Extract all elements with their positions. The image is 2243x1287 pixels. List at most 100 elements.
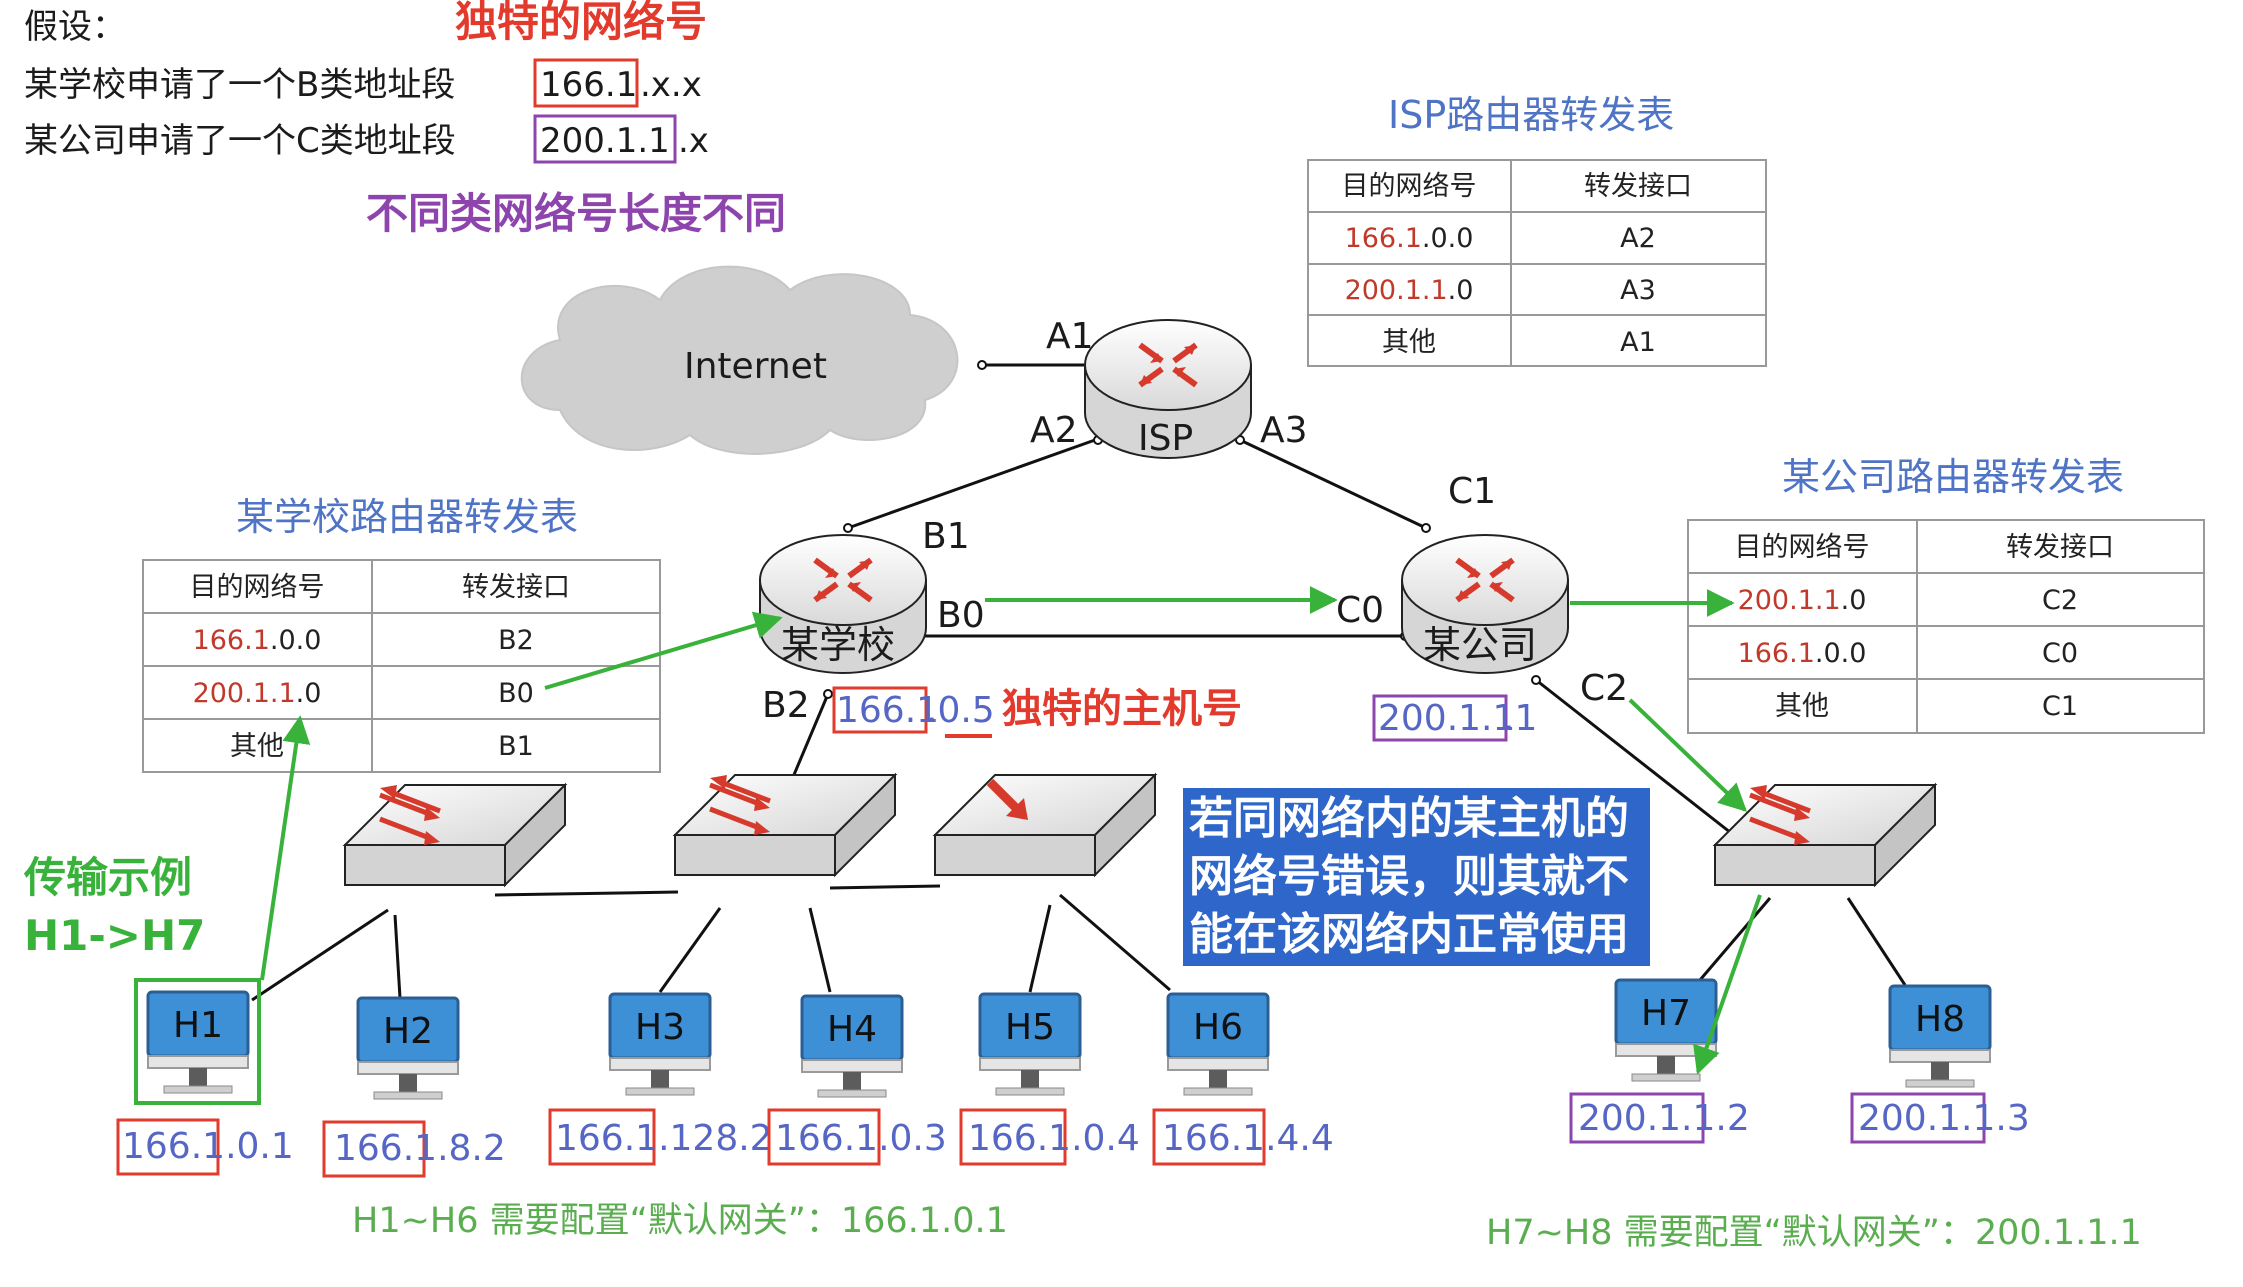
unique-host-label: 独特的主机号 [1002, 686, 1242, 732]
host-net-box [959, 1108, 1067, 1166]
isp-label: ISP [1138, 418, 1193, 459]
monitor-stand [1931, 1062, 1949, 1080]
hub-3 [932, 772, 1158, 878]
table-header: 转发接口 [1584, 171, 1692, 202]
hosts: H1166.1.0.1H2166.1.8.2H3166.1.128.2H4166… [116, 978, 2030, 1178]
table-cell: 166.1.0.0 [1738, 638, 1867, 669]
isp-table-title: ISP路由器转发表 [1388, 93, 1674, 137]
monitor-base [625, 1087, 695, 1096]
table-header: 目的网络号 [1342, 171, 1477, 202]
link-company-sw4 [1535, 678, 1741, 842]
port-b2: B2 [762, 685, 810, 726]
host-ip-net: 166.1 [968, 1118, 1071, 1159]
link-sw4-h7 [1698, 897, 1772, 981]
company-net-text: 200.1.1 [540, 121, 670, 161]
table-cell: 其他 [230, 731, 284, 762]
host-h7: H7 200.1.1.2 [1569, 978, 1750, 1144]
school-router-label: 某学校 [781, 623, 895, 667]
table-cell: A2 [1620, 223, 1656, 254]
host-net-box [1569, 1092, 1705, 1144]
school-router-ip-net: 166.1 [836, 690, 939, 731]
host-ip-host: .4.4 [1265, 1118, 1334, 1159]
monitor-stand [189, 1068, 207, 1086]
link-sw1-sw2 [494, 890, 679, 897]
monitor-bezel [357, 1061, 459, 1075]
host-net-box [1152, 1108, 1266, 1166]
port-b1: B1 [922, 516, 970, 557]
monitor-stand [1209, 1070, 1227, 1088]
school-gateway-caption: H1~H6 需要配置“默认网关”：166.1.0.1 [352, 1201, 1008, 1241]
port-c2: C2 [1580, 668, 1628, 709]
link-sw1-h2 [393, 914, 402, 999]
host-ip: 166.1.0.3 [775, 1118, 947, 1159]
port-b0: B0 [937, 595, 985, 636]
isp-forwarding-table: ISP路由器转发表 目的网络号 转发接口 166.1.0.0 A2 200.1.… [1307, 93, 1767, 367]
internet-cloud: Internet [520, 265, 959, 455]
company-gateway-caption: H7~H8 需要配置“默认网关”：200.1.1.1 [1486, 1213, 2142, 1253]
path-arrow-table-to-router [544, 611, 783, 690]
school-line-prefix: 某学校申请了一个B类地址段 [24, 65, 455, 105]
table-header: 转发接口 [2006, 532, 2114, 563]
host-ip: 200.1.1.3 [1858, 1098, 2030, 1139]
host-ip: 166.1.128.2 [555, 1118, 773, 1159]
transmission-path [260, 586, 1762, 1075]
school-router: 某学校 [759, 534, 927, 674]
port-a1: A1 [1046, 316, 1094, 357]
company-forwarding-table: 某公司路由器转发表 目的网络号 转发接口 200.1.1.0 C2 166.1.… [1687, 455, 2205, 734]
monitor-stand [651, 1070, 669, 1088]
isp-router: ISP [1084, 319, 1252, 459]
link-sw1-h1 [251, 908, 389, 1002]
link-isp-school [847, 438, 1096, 530]
link-sw4-h8 [1846, 897, 1907, 986]
table-cell: C1 [2042, 691, 2078, 722]
hub-arrow-icon [986, 778, 1028, 820]
host-ip-net: 166.1 [122, 1126, 225, 1167]
host-net-box [548, 1108, 656, 1166]
switch-1 [342, 785, 568, 888]
host-ip-host: .0.4 [1071, 1118, 1140, 1159]
host-ip: 166.1.8.2 [334, 1128, 506, 1169]
host-ip: 166.1.4.4 [1162, 1118, 1334, 1159]
company-line-suffix: .x [678, 121, 709, 161]
monitor-base [1905, 1079, 1975, 1088]
monitor-stand [1021, 1070, 1039, 1088]
host-name: H7 [1641, 993, 1691, 1034]
monitor-bezel [979, 1057, 1081, 1071]
school-forwarding-table: 某学校路由器转发表 目的网络号 转发接口 166.1.0.0 B2 200.1.… [142, 495, 661, 773]
example-label-line2: H1->H7 [24, 911, 205, 960]
school-router-net-box [832, 686, 928, 734]
path-arrow-h1-to-table [260, 715, 311, 981]
monitor-bezel [1615, 1043, 1717, 1057]
company-table-title: 某公司路由器转发表 [1782, 455, 2124, 499]
port-c1: C1 [1448, 471, 1496, 512]
monitor-base [995, 1087, 1065, 1096]
host-net-box [767, 1108, 881, 1166]
path-arrow-switch-to-h7 [1693, 894, 1762, 1075]
host-net-box [1850, 1092, 1986, 1144]
host-name: H1 [173, 1005, 223, 1046]
path-arrow-c2-to-switch [1628, 698, 1748, 812]
host-name: H6 [1193, 1007, 1243, 1048]
host-ip-host: .3 [1995, 1098, 2029, 1139]
host-ip-host: .128.2 [658, 1118, 773, 1159]
assume-label: 假设： [24, 7, 126, 47]
host-ip: 200.1.1.2 [1578, 1098, 1750, 1139]
port-c0: C0 [1336, 590, 1384, 631]
host-ip-net: 166.1 [334, 1128, 437, 1169]
internet-label: Internet [684, 346, 827, 387]
host-net-box [322, 1120, 426, 1178]
host-ip: 166.1.0.1 [122, 1126, 294, 1167]
port-a3: A3 [1260, 410, 1308, 451]
monitor-base [373, 1091, 443, 1100]
host-name: H8 [1915, 999, 1965, 1040]
example-label-line1: 传输示例 [23, 853, 192, 902]
monitor-bezel [147, 1055, 249, 1069]
table-cell: 166.1.0.0 [1345, 223, 1474, 254]
host-ip-host: .0.1 [225, 1126, 294, 1167]
host-ip: 166.1.0.4 [968, 1118, 1140, 1159]
unique-network-label: 独特的网络号 [455, 0, 707, 46]
monitor-base [817, 1089, 887, 1098]
